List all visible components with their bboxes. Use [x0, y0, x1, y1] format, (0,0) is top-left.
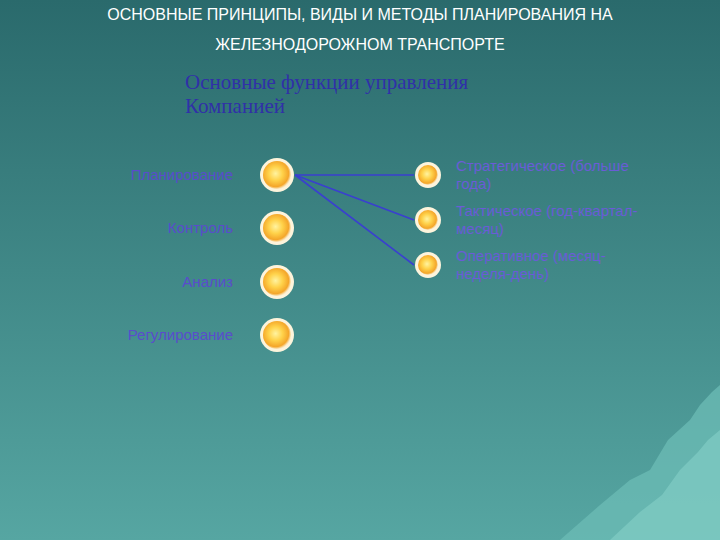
function-node: Анализ [182, 264, 295, 300]
mountain-art [560, 385, 720, 540]
function-node: Регулирование [128, 317, 295, 353]
node-label: Стратегическое (больше года) [456, 157, 651, 193]
planning-type-node: Стратегическое (больше года) [414, 157, 651, 193]
function-node: Контроль [168, 210, 295, 246]
node-label: Контроль [168, 219, 233, 237]
bullet-circle [414, 206, 442, 234]
bullet-circle [259, 317, 295, 353]
bullet-circle [414, 161, 442, 189]
slide-title: ОСНОВНЫЕ ПРИНЦИПЫ, ВИДЫ И МЕТОДЫ ПЛАНИРО… [40, 0, 680, 60]
subheading: Основные функции управления Компанией [185, 70, 485, 118]
bullet-circle [414, 251, 442, 279]
connector-line [295, 175, 414, 220]
node-label: Регулирование [128, 326, 233, 344]
connector-line [295, 174, 414, 176]
planning-type-node: Оперативное (месяц-неделя-день) [414, 247, 651, 283]
connector-line [295, 175, 414, 265]
bullet-circle [259, 157, 295, 193]
mountain-art [610, 430, 720, 540]
planning-type-node: Тактическое (год-квартал-месяц) [414, 202, 651, 238]
node-label: Планирование [131, 166, 233, 184]
bullet-circle [259, 264, 295, 300]
node-label: Тактическое (год-квартал-месяц) [456, 202, 651, 238]
function-node: Планирование [131, 157, 295, 193]
bullet-circle [259, 210, 295, 246]
node-label: Оперативное (месяц-неделя-день) [456, 247, 651, 283]
node-label: Анализ [182, 273, 233, 291]
